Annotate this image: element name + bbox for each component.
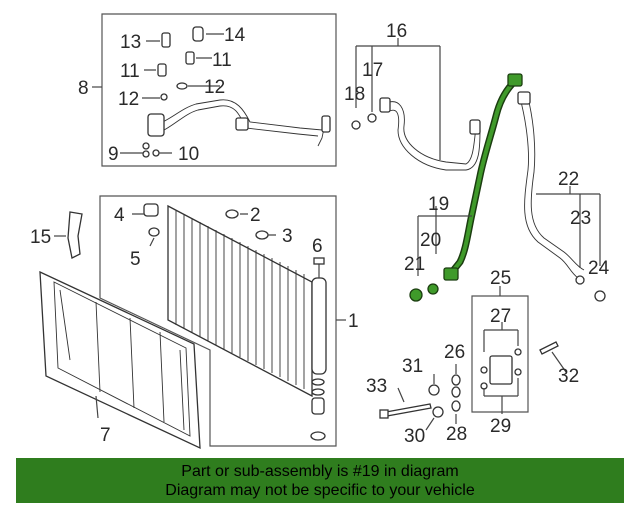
callout-31: 31 (402, 356, 423, 377)
callout-27: 27 (490, 306, 511, 327)
condenser-fins (175, 210, 305, 389)
valve-box-25 (471, 286, 529, 414)
callout-2: 2 (250, 205, 261, 226)
callout-12a: 12 (204, 77, 225, 98)
callout-3: 3 (282, 226, 293, 247)
callout-23: 23 (570, 208, 591, 229)
callout-29: 29 (490, 416, 511, 437)
callout-17: 17 (362, 60, 383, 81)
callout-21: 21 (404, 254, 425, 275)
callout-28: 28 (446, 424, 467, 445)
callout-9: 9 (108, 144, 119, 165)
callout-26: 26 (444, 342, 465, 363)
callout-24: 24 (588, 258, 610, 279)
callout-5: 5 (130, 249, 141, 270)
callout-18: 18 (344, 84, 365, 105)
callout-33: 33 (366, 376, 387, 397)
callout-15: 15 (30, 227, 51, 248)
callout-14: 14 (224, 25, 246, 46)
callout-labels: 1 2 3 4 5 6 7 8 9 10 11 11 12 12 13 14 1… (30, 21, 610, 447)
callout-11a: 11 (212, 50, 232, 71)
notice-banner: Part or sub-assembly is #19 in diagram D… (16, 458, 624, 503)
radiator-frame-7 (39, 270, 201, 450)
highlighted-hose-19 (409, 73, 523, 302)
callout-22: 22 (558, 169, 579, 190)
condenser-box-1 (99, 195, 346, 447)
banner-line-2: Diagram may not be specific to your vehi… (165, 482, 475, 499)
group-box-8 (92, 13, 337, 167)
callout-16: 16 (386, 21, 407, 42)
callout-6: 6 (312, 236, 323, 257)
hose-group-22 (517, 91, 606, 302)
callout-11b: 11 (120, 61, 140, 82)
callout-4: 4 (114, 205, 125, 226)
callout-12b: 12 (118, 89, 139, 110)
hose-group-16 (351, 38, 481, 171)
callout-20: 20 (420, 230, 441, 251)
callout-25: 25 (490, 268, 511, 289)
bracket-15 (54, 211, 83, 259)
callout-8: 8 (78, 78, 89, 99)
callout-10: 10 (178, 144, 199, 165)
callout-19: 19 (428, 194, 449, 215)
callout-1: 1 (348, 311, 359, 332)
callout-30: 30 (404, 426, 425, 447)
callout-13: 13 (120, 32, 141, 53)
banner-line-1: Part or sub-assembly is #19 in diagram (181, 463, 459, 480)
hardware-group (379, 341, 567, 431)
callout-32: 32 (558, 366, 579, 387)
callout-7: 7 (100, 425, 111, 446)
